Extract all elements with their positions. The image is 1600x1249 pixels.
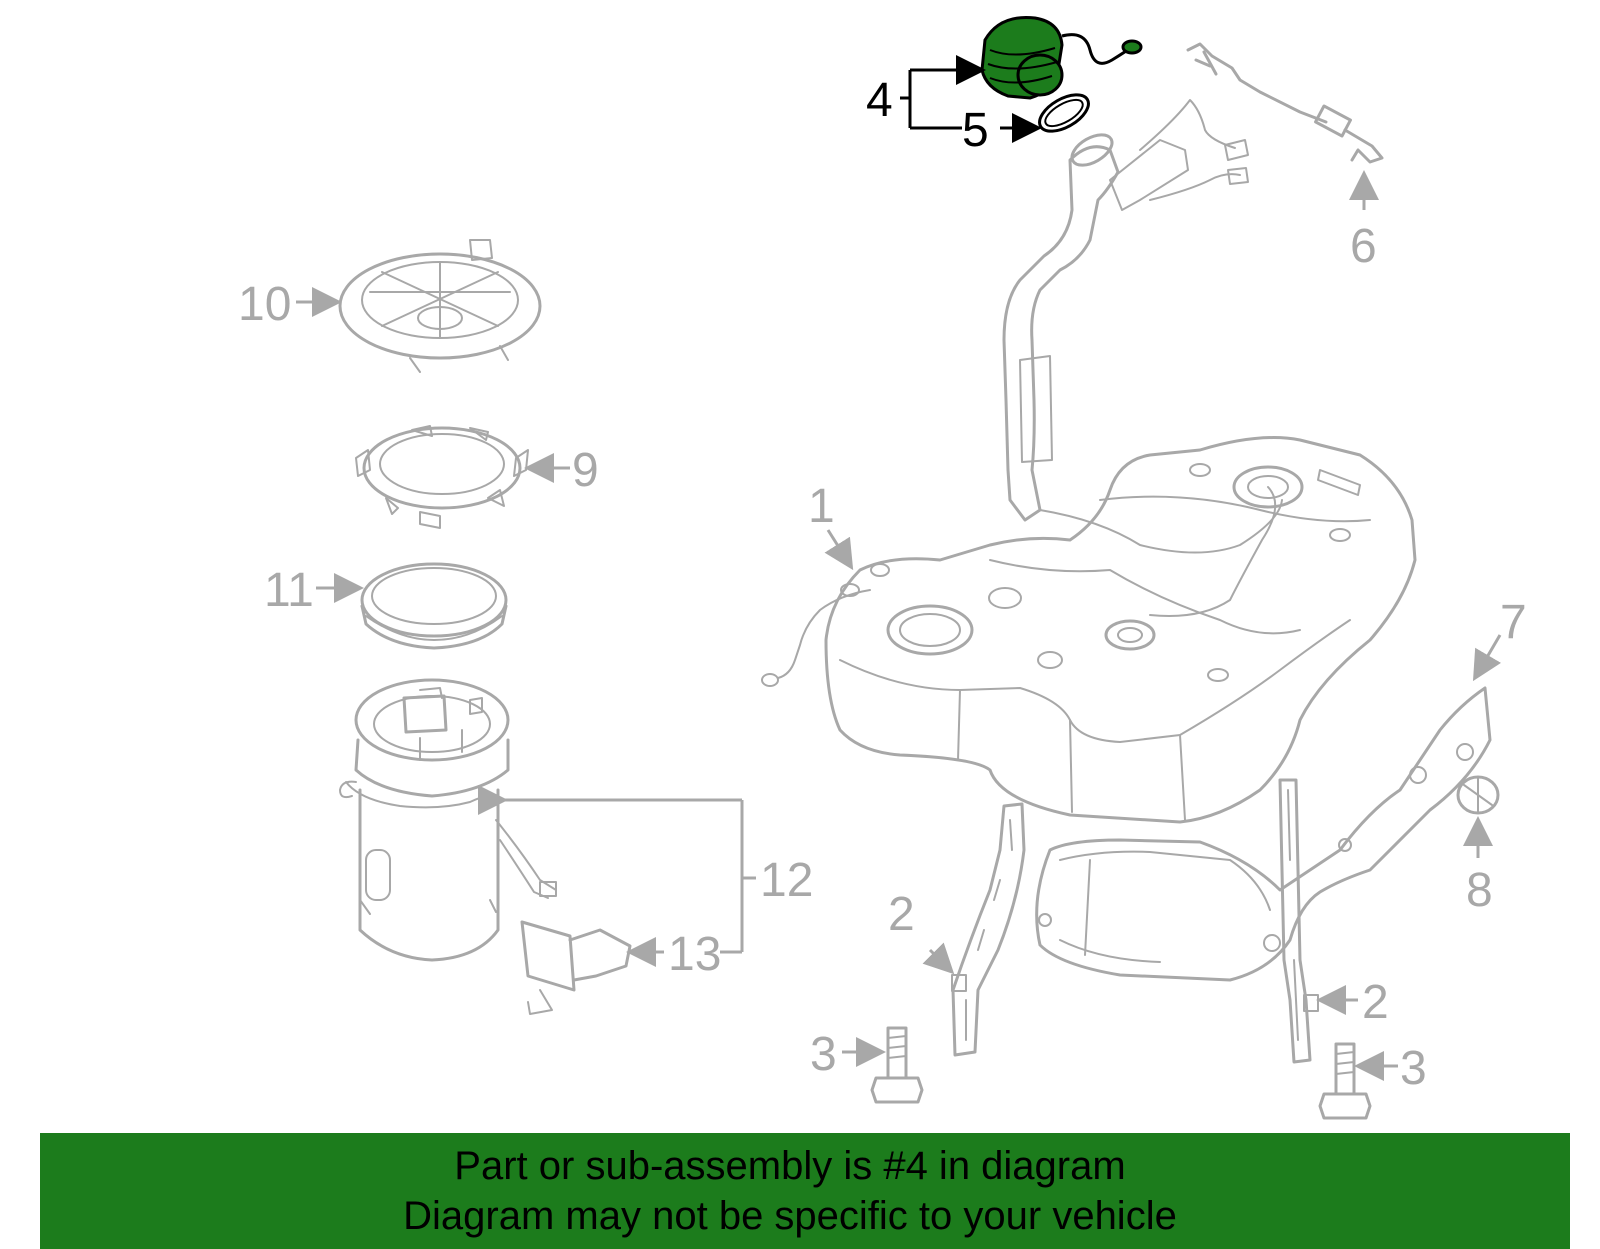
callout-1: 1	[808, 480, 835, 533]
callout-9: 9	[572, 444, 599, 497]
heat-shield-part-7	[1035, 686, 1492, 982]
callout-3-left: 3	[810, 1028, 837, 1081]
callout-6: 6	[1350, 220, 1377, 273]
callout-4-5-leads	[900, 55, 1042, 143]
cover-plate-part-10	[338, 239, 542, 373]
fuel-filler-cap-part-4[interactable]	[980, 15, 1143, 100]
tank-strap-left-part-2	[951, 802, 1026, 1057]
callout-4: 4	[866, 74, 893, 127]
callout-2-left: 2	[888, 888, 915, 941]
callout-7: 7	[1500, 596, 1527, 649]
callout-11: 11	[264, 564, 314, 617]
info-banner: Part or sub-assembly is #4 in diagram Di…	[40, 1133, 1570, 1249]
banner-line-disclaimer: Diagram may not be specific to your vehi…	[403, 1194, 1177, 1238]
banner-line-part-number: Part or sub-assembly is #4 in diagram	[454, 1144, 1126, 1188]
callout-13: 13	[668, 928, 721, 981]
locking-ring-part-9	[355, 425, 529, 529]
callout-10: 10	[238, 278, 291, 331]
callout-5: 5	[962, 104, 989, 157]
sensor-cable-part-6	[1186, 42, 1384, 210]
seal-part-11	[360, 562, 508, 650]
fuel-tank-part-1	[761, 436, 1417, 824]
grommet-part-8	[1456, 775, 1500, 858]
callout-12: 12	[760, 854, 813, 907]
callout-2-right: 2	[1362, 976, 1389, 1029]
filler-neck	[1002, 99, 1283, 554]
bolt-right-part-3	[1318, 1042, 1372, 1120]
callout-8: 8	[1466, 864, 1493, 917]
callout-3-right: 3	[1400, 1042, 1427, 1095]
callout-12-13-leads	[478, 785, 756, 967]
fuel-pump-module-part-12	[339, 678, 632, 1015]
tank-strap-right-part-2	[1278, 778, 1319, 1064]
bolt-left-part-3	[870, 1026, 924, 1104]
